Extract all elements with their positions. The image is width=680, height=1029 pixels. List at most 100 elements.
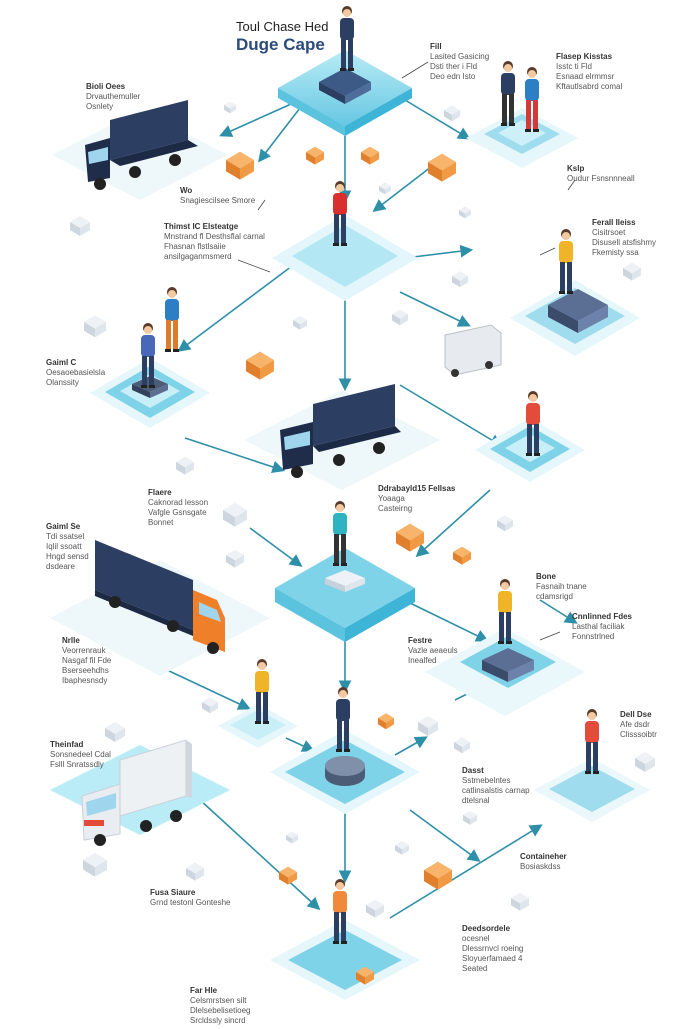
annotation-detail: Cisitrsoet [592, 228, 626, 237]
annotation-heading: Thimst IC Elsteatge [164, 222, 239, 231]
package-box [246, 351, 274, 380]
annotation-heading: Deedsordele [462, 924, 511, 933]
annotation-heading: Dasst [462, 766, 484, 775]
annotation-heading: Bone [536, 572, 556, 581]
annotation-detail: Oesaoebasielsla [46, 368, 106, 377]
annotation-detail: Caknorad lesson [148, 498, 209, 507]
annotation-detail: dsdeare [46, 562, 75, 571]
worker-figure [526, 391, 540, 456]
worker-figure [336, 687, 350, 752]
annotation-heading: Fusa Siaure [150, 888, 196, 897]
storage-crate [395, 840, 409, 855]
truck-orange [95, 540, 225, 654]
storage-crate [444, 105, 460, 122]
annotation-detail: catlinsalstis carnap [462, 786, 530, 795]
annotation-detail: Mnstrand fl Desthsflal carnal [164, 232, 265, 241]
annotation-heading: Gaiml Se [46, 522, 81, 531]
worker-figure [333, 181, 347, 246]
arrow [409, 602, 489, 642]
storage-crate [176, 456, 194, 475]
annotation-detail: Sstmebelntes [462, 776, 511, 785]
platform-left-6 [218, 704, 298, 748]
storage-crate [83, 852, 107, 877]
storage-crate [293, 315, 307, 330]
storage-crate [105, 722, 125, 742]
annotation-heading: Flasep Kisstas [556, 52, 613, 61]
worker-figure [333, 879, 347, 944]
package-box [396, 523, 424, 552]
storage-crate [70, 216, 90, 236]
annotation-detail: Deo edn Isto [430, 72, 476, 81]
platform-center-2 [272, 215, 418, 301]
storage-crate [418, 716, 438, 736]
storage-crate [454, 737, 470, 754]
annotation-detail: Srcldssly sincrd [190, 1016, 246, 1025]
annotation-detail: ansilgaganmsmerd [164, 252, 232, 261]
package-box [378, 713, 394, 730]
annotation-heading: Kslp [567, 164, 585, 173]
platform-upper-right [466, 108, 578, 168]
package-box [226, 151, 254, 180]
flow-arrows [149, 99, 578, 919]
annotation-detail: Sloyuerfamaed 4 [462, 954, 523, 963]
annotation-detail: Dsti ther i Fld [430, 62, 478, 71]
storage-crate [635, 752, 655, 772]
annotation-detail: Snagiescilsee Smore [180, 196, 256, 205]
package-box [306, 146, 324, 165]
annotation-detail: Grnd testonl Gonteshe [150, 898, 231, 907]
annotation-detail: Hngd sensd [46, 552, 89, 561]
annotation-heading: Festre [408, 636, 433, 645]
annotation-detail: Fslll Snratssdly [50, 760, 104, 769]
annotation-detail: Celsmrstsen silt [190, 996, 247, 1005]
storage-crate [186, 862, 204, 881]
annotation-detail: cdamsrigd [536, 592, 573, 601]
storage-crate [202, 697, 218, 714]
annotation-heading: Ferall Ileiss [592, 218, 636, 227]
truck-white [81, 739, 192, 846]
people [141, 6, 599, 944]
annotation-detail: Iqlil ssoatt [46, 542, 82, 551]
cargo-stacks [132, 68, 608, 786]
truck-navy-top [85, 100, 198, 190]
storage-crate [226, 549, 244, 568]
storage-crate [623, 262, 641, 281]
annotation-detail: Bonnet [148, 518, 174, 527]
annotation-detail: Fhasnan flstlsaiie [164, 242, 226, 251]
arrow [404, 244, 474, 259]
worker-figure [559, 229, 573, 294]
worker-figure [585, 709, 599, 774]
annotation-detail: Fkemisty ssa [592, 248, 639, 257]
worker-figure [498, 579, 512, 644]
storage-crate [392, 309, 408, 326]
arrow [539, 599, 578, 624]
annotation-detail: ocesnel [462, 934, 490, 943]
storage-crate [286, 831, 298, 844]
annotation-detail: Oudur Fsnsnnneall [567, 174, 635, 183]
annotation-detail: Inealfed [408, 656, 437, 665]
arrow [199, 799, 321, 911]
truck-navy-middle [280, 384, 401, 478]
annotation-detail: Drvauthemuller [86, 92, 141, 101]
arrow [258, 107, 301, 163]
annotation-heading: Ddrabayld15 Fellsas [378, 484, 456, 493]
package-box [361, 146, 379, 165]
package-box [453, 546, 471, 565]
annotation-heading: Bioli Oees [86, 82, 126, 91]
storage-crate [224, 101, 236, 114]
annotation-detail: Veorrenrauk [62, 646, 106, 655]
annotation-heading: Far Hle [190, 986, 218, 995]
package-box [279, 866, 297, 885]
arrow [409, 809, 481, 862]
annotation-detail: Lasthal faciliak [572, 622, 625, 631]
title-line-1: Toul Chase Hed [236, 19, 329, 34]
